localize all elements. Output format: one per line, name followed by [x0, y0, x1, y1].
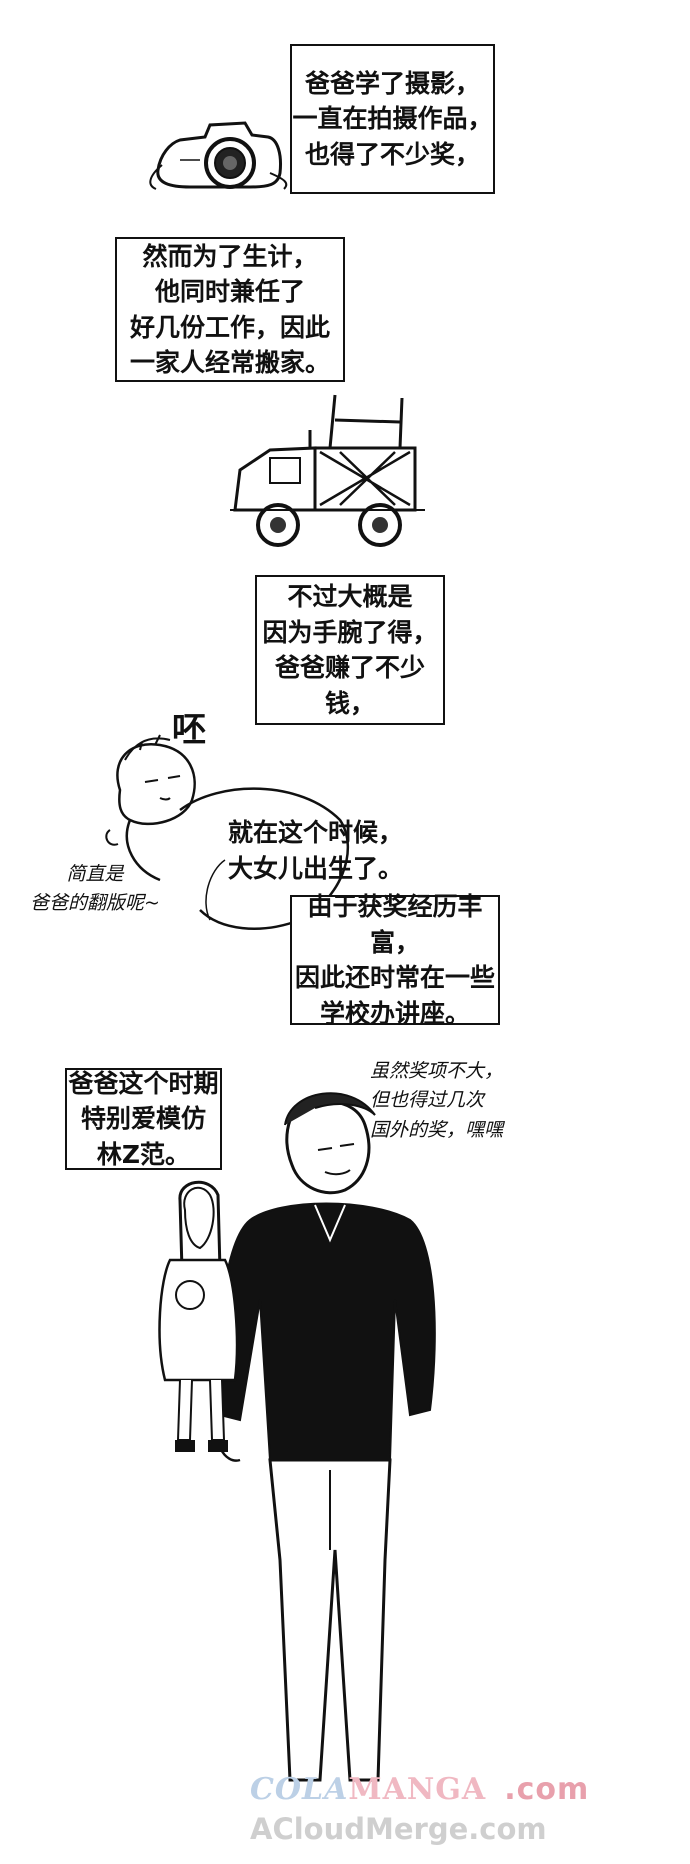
camera-drawing	[149, 121, 288, 190]
caption-birth: 就在这个时候， 大女儿出生了。	[228, 818, 404, 883]
watermark-line-1: COLAMANGA .com	[250, 1772, 589, 1807]
caption-box-earnings: 不过大概是 因为手腕了得， 爸爸赚了不少钱，	[255, 575, 445, 725]
caption-box-lectures: 由于获奖经历丰富， 因此还时常在一些 学校办讲座。	[290, 892, 500, 1028]
watermark-part-a: COLA	[250, 1772, 349, 1807]
father-and-daughter-drawing	[158, 1092, 436, 1782]
caption-box-livelihood: 然而为了生计， 他同时兼任了 好几份工作，因此 一家人经常搬家。	[115, 237, 345, 382]
caption-text: 由于获奖经历丰富， 因此还时常在一些 学校办讲座。	[294, 892, 495, 1028]
sleeping-baby-drawing	[105, 734, 350, 930]
handwritten-baby-note: 简直是 爸爸的翻版呢~	[30, 863, 160, 915]
caption-box-imitate: 爸爸这个时期 特别爱模仿 林Z范。	[65, 1068, 222, 1170]
watermark-line-2: ACloudMerge.com	[250, 1812, 547, 1846]
caption-box-photography: 爸爸学了摄影， 一直在拍摄作品， 也得了不少奖，	[290, 44, 495, 194]
caption-text: 爸爸学了摄影， 一直在拍摄作品， 也得了不少奖，	[292, 68, 493, 169]
caption-text: 不过大概是 因为手腕了得， 爸爸赚了不少钱，	[262, 582, 438, 718]
caption-text: 然而为了生计， 他同时兼任了 好几份工作，因此 一家人经常搬家。	[129, 241, 330, 378]
moving-truck-drawing	[230, 394, 425, 547]
watermark-part-c: .com	[504, 1772, 590, 1807]
handwritten-awards-note: 虽然奖项不大， 但也得过几次 国外的奖，嘿嘿	[370, 1060, 504, 1141]
caption-text: 爸爸这个时期 特别爱模仿 林Z范。	[68, 1068, 219, 1169]
watermark-part-b: MANGA	[348, 1772, 487, 1807]
spit-sound-effect: 呸	[172, 710, 206, 750]
